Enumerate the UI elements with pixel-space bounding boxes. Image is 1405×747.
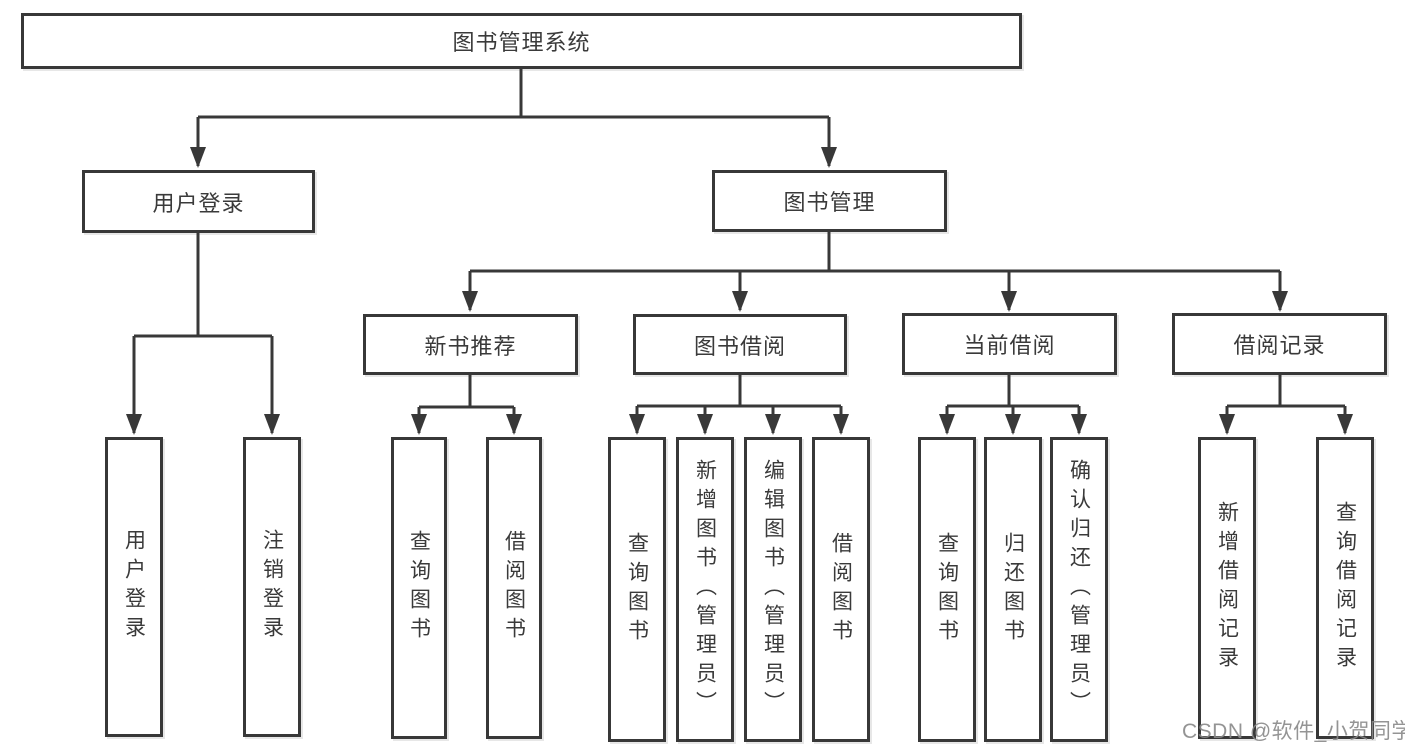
leaf-query-book-recommend: 查询图书 [391,437,447,739]
connector-current-borrow-children [939,375,1087,435]
node-label: 图书借阅 [693,333,786,359]
node-label: 新增借阅记录 [1215,501,1239,675]
node-label: 借阅图书 [502,530,526,646]
node-label: 借阅图书 [829,531,853,648]
node-new-book-recommend: 新书推荐 [363,314,578,375]
node-book-management: 图书管理 [712,170,947,232]
leaf-return-book: 归还图书 [984,437,1042,742]
node-label: 查询图书 [935,531,959,648]
leaf-query-book-current: 查询图书 [918,437,976,742]
csdn-watermark: CSDN @软件_小贺同学 [1182,720,1405,743]
leaf-edit-book-admin: 编辑图书（管理员） [744,437,802,742]
node-label: 图书管理系统 [452,30,591,55]
leaf-confirm-return-admin: 确认归还（管理员） [1050,437,1108,742]
node-book-borrowing: 图书借阅 [633,314,847,375]
node-label: 查询图书 [625,531,649,648]
node-label: 新书推荐 [424,333,517,359]
leaf-logout: 注销登录 [243,437,301,737]
node-label: 注销登录 [260,529,284,645]
node-label: 归还图书 [1001,531,1025,648]
connector-borrow-records-children [1219,375,1353,435]
connector-new-book-children [411,375,522,435]
node-library-management-system: 图书管理系统 [21,13,1022,69]
node-label: 图书管理 [783,190,876,215]
node-borrowing-records: 借阅记录 [1172,313,1387,375]
node-label: 编辑图书（管理员） [761,459,785,720]
node-label: 用户登录 [122,529,146,645]
connector-root-to-level2 [190,69,837,168]
node-label: 新增图书（管理员） [693,459,717,720]
leaf-add-borrow-record: 新增借阅记录 [1198,437,1256,739]
node-label: 确认归还（管理员） [1067,459,1091,720]
leaf-borrow-book-recommend: 借阅图书 [486,437,542,739]
connector-book-mgmt-children [462,232,1288,312]
node-label: 用户登录 [152,190,245,216]
connector-book-borrow-children [629,375,849,435]
leaf-add-book-admin: 新增图书（管理员） [676,437,734,742]
node-current-borrowing: 当前借阅 [902,313,1117,375]
node-label: 查询借阅记录 [1333,501,1357,675]
node-label: 当前借阅 [963,333,1056,358]
node-label: 借阅记录 [1233,333,1326,358]
leaf-user-login: 用户登录 [105,437,163,737]
leaf-query-book-borrow: 查询图书 [608,437,666,742]
node-user-login: 用户登录 [82,170,315,233]
connector-user-login-children [126,233,280,435]
leaf-borrow-book: 借阅图书 [812,437,870,742]
node-label: 查询图书 [407,530,431,646]
leaf-query-borrow-record: 查询借阅记录 [1316,437,1374,739]
